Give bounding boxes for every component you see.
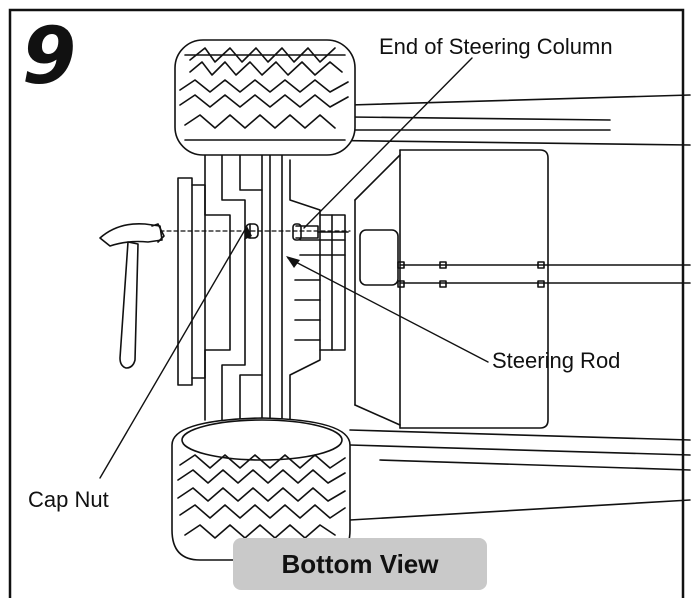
bottom-tire — [171, 417, 351, 561]
arrow-head-cap-nut — [244, 226, 252, 240]
arrow-head-steering-rod — [286, 256, 300, 268]
label-steering-column: End of Steering Column — [379, 34, 613, 59]
vehicle-body — [299, 94, 691, 521]
frame — [8, 8, 685, 598]
leader-steering-column — [303, 57, 473, 229]
leader-cap-nut — [99, 227, 247, 479]
top-tire — [174, 39, 356, 156]
hammer-icon — [99, 222, 165, 369]
steering-column-end — [292, 223, 349, 241]
label-steering-rod: Steering Rod — [492, 348, 621, 373]
label-cap-nut: Cap Nut — [28, 487, 109, 512]
steering-rod — [261, 149, 283, 451]
caption-box: Bottom View — [233, 538, 487, 590]
caption: Bottom View — [281, 548, 439, 579]
leader-steering-rod — [287, 257, 489, 363]
axle-bracket — [177, 149, 346, 421]
step-number: 9 — [22, 12, 77, 102]
